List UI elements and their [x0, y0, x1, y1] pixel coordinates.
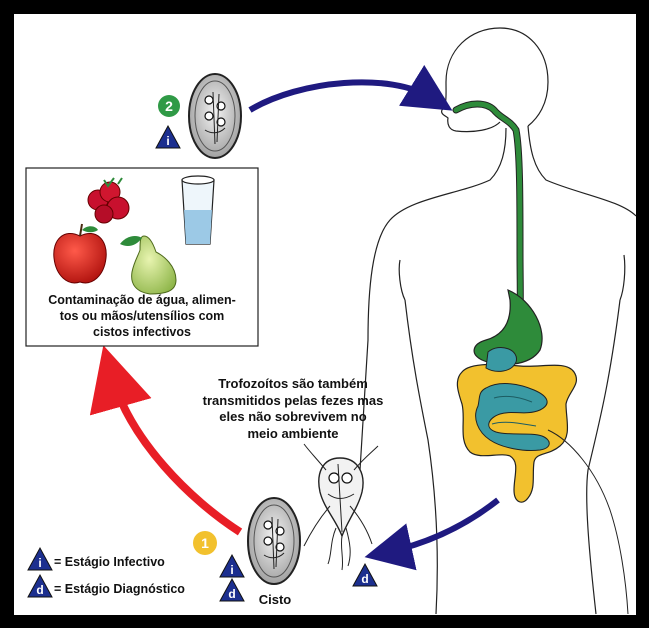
- contamination-line-3: cistos infectivos: [28, 324, 256, 340]
- svg-text:d: d: [36, 583, 43, 597]
- svg-text:d: d: [361, 572, 368, 586]
- trophozoite-note-line-1: Trofozoítos são também: [176, 376, 410, 393]
- digestive-tract: [456, 104, 628, 614]
- trophozoite-note-line-3: eles não sobrevivem no: [176, 409, 410, 426]
- diagnostic-stage-badge: d: [220, 579, 244, 601]
- step-2-marker: 2: [158, 95, 180, 117]
- legend-infective-label: = Estágio Infectivo: [54, 555, 165, 569]
- infective-stage-badge: i: [156, 126, 180, 148]
- trophozoite-note: Trofozoítos são também transmitidos pela…: [176, 376, 410, 442]
- legend-diagnostic-badge: d: [28, 575, 52, 597]
- legend-infective-badge: i: [28, 548, 52, 570]
- water-glass-icon: [182, 176, 214, 244]
- infective-stage-badge: i: [220, 555, 244, 577]
- trophozoite-note-line-2: transmitidos pelas fezes mas: [176, 393, 410, 410]
- diagnostic-stage-badge: d: [353, 564, 377, 586]
- svg-text:i: i: [166, 134, 169, 148]
- svg-text:d: d: [228, 587, 235, 601]
- svg-text:2: 2: [165, 98, 173, 114]
- contamination-line-1: Contaminação de água, alimen-: [28, 292, 256, 308]
- svg-text:1: 1: [201, 535, 209, 551]
- cyst-label: Cisto: [252, 592, 298, 608]
- step-1-marker: 1: [193, 531, 217, 555]
- giardia-cyst-icon: [248, 498, 300, 584]
- trophozoite-note-line-4: meio ambiente: [176, 426, 410, 443]
- svg-text:i: i: [230, 563, 233, 577]
- ingestion-arrow: [250, 82, 432, 110]
- svg-text:i: i: [38, 556, 41, 570]
- legend-diagnostic-label: = Estágio Diagnóstico: [54, 582, 185, 596]
- giardia-cyst-icon: [189, 74, 241, 158]
- excretion-arrow: [388, 500, 498, 552]
- contamination-line-2: tos ou mãos/utensílios com: [28, 308, 256, 324]
- giardia-trophozoite-icon: [304, 444, 378, 570]
- contamination-caption: Contaminação de água, alimen- tos ou mão…: [28, 292, 256, 340]
